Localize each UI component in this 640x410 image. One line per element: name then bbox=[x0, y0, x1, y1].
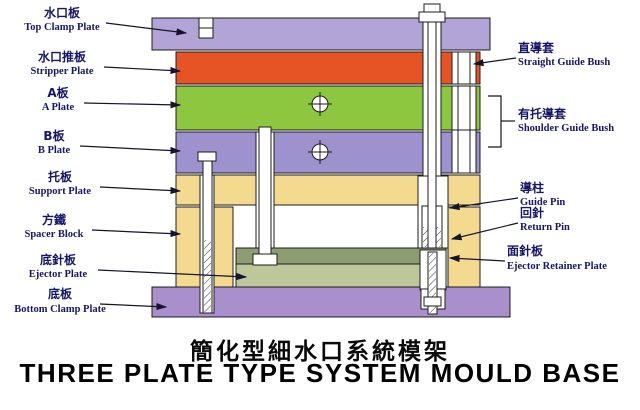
counterbore-hole bbox=[198, 17, 214, 39]
leader-a-plate bbox=[83, 101, 182, 109]
sprue-puller-pin bbox=[252, 126, 278, 266]
label-return-pin-zh: 回針 bbox=[520, 205, 544, 220]
bracket-shoulder-guide-bush bbox=[488, 95, 502, 148]
ejector-guide-pin bbox=[197, 151, 217, 314]
label-shoulder-guide-bush-zh: 有托導套 bbox=[518, 106, 567, 121]
leader-top-clamp-plate bbox=[105, 22, 188, 36]
leader-return-pin bbox=[450, 222, 519, 241]
label-bottom-clamp-plate-zh: 底板 bbox=[48, 286, 73, 301]
datum-target-icon bbox=[308, 92, 332, 116]
leader-bottom-clamp-plate bbox=[99, 302, 168, 311]
label-guide-pin-en: Guide Pin bbox=[520, 197, 565, 208]
label-ejector-plate-en: Ejector Plate bbox=[29, 269, 88, 280]
guide-pin bbox=[417, 3, 449, 249]
label-a-plate-zh: A板 bbox=[47, 85, 69, 100]
label-stripper-plate-zh: 水口推板 bbox=[38, 49, 87, 64]
datum-target-icon bbox=[308, 140, 332, 164]
leader-spacer-block bbox=[91, 229, 182, 238]
label-support-plate-en: Support Plate bbox=[29, 186, 91, 197]
label-a-plate-en: A Plate bbox=[42, 102, 75, 113]
label-top-clamp-plate-en: Top Clamp Plate bbox=[24, 22, 100, 33]
label-top-clamp-plate-zh: 水口板 bbox=[44, 5, 81, 20]
leader-ejector-retainer-plate bbox=[448, 254, 506, 263]
label-return-pin-en: Return Pin bbox=[520, 222, 570, 233]
leader-support-plate bbox=[99, 186, 182, 195]
label-spacer-block-zh: 方鐵 bbox=[42, 212, 66, 227]
leader-guide-pin bbox=[448, 197, 519, 211]
label-b-plate-zh: B板 bbox=[43, 128, 65, 143]
label-stripper-plate-en: Stripper Plate bbox=[30, 66, 93, 77]
label-b-plate-en: B Plate bbox=[38, 145, 71, 156]
title-english: THREE PLATE TYPE SYSTEM MOULD BASE bbox=[19, 358, 621, 388]
label-shoulder-guide-bush-en: Shoulder Guide Bush bbox=[518, 123, 614, 134]
mould-base-cross-section: 水口板 Top Clamp Plate 水口推板 Stripper Plate … bbox=[14, 3, 614, 318]
leader-straight-guide-bush bbox=[472, 57, 517, 67]
label-ejector-retainer-plate-en: Ejector Retainer Plate bbox=[507, 261, 607, 272]
label-ejector-plate-zh: 底針板 bbox=[40, 252, 77, 267]
label-spacer-block-en: Spacer Block bbox=[24, 229, 83, 240]
leader-ejector-plate bbox=[97, 269, 248, 281]
spacer-block-right bbox=[447, 206, 481, 288]
ejector-plate bbox=[235, 263, 447, 288]
label-bottom-clamp-plate-en: Bottom Clamp Plate bbox=[14, 304, 106, 315]
label-ejector-retainer-plate-zh: 面針板 bbox=[507, 243, 544, 258]
title-chinese: 簡化型細水口系統模架 bbox=[190, 339, 450, 365]
label-straight-guide-bush-zh: 直導套 bbox=[518, 40, 555, 55]
label-straight-guide-bush-en: Straight Guide Bush bbox=[518, 57, 610, 68]
shoulder-guide-bush bbox=[451, 85, 477, 174]
leader-stripper-plate bbox=[103, 66, 182, 75]
straight-guide-bush bbox=[451, 51, 477, 85]
label-support-plate-zh: 托板 bbox=[48, 169, 73, 184]
label-guide-pin-zh: 導柱 bbox=[520, 180, 544, 195]
leader-b-plate bbox=[79, 145, 182, 155]
return-pin bbox=[419, 249, 447, 315]
